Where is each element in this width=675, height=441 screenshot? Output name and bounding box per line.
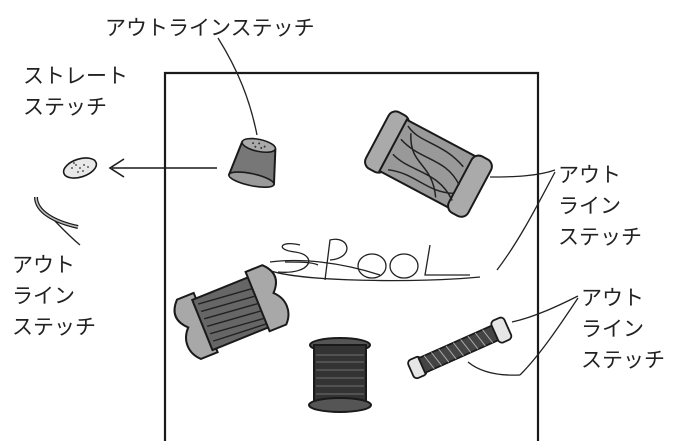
sequin-icon: [62, 157, 98, 179]
label-top: アウトラインステッチ: [105, 16, 315, 40]
leader-right-b-lower: [519, 297, 579, 376]
label-left-2: ライン: [12, 284, 75, 308]
thimble-icon: [227, 137, 277, 188]
label-straight-1: ストレート: [23, 64, 128, 88]
leader-top: [217, 37, 258, 136]
leader-right-a-lower: [496, 171, 556, 271]
label-left-3: ステッチ: [12, 315, 96, 339]
thread-bobbin-icon: [173, 264, 290, 361]
needle-icon: [407, 316, 513, 380]
label-left-1: アウト: [12, 253, 75, 277]
label-straight-2: ステッチ: [23, 95, 107, 119]
spool-icon-dark: [308, 337, 372, 413]
loop-thread-icon: [34, 196, 79, 229]
label-right-a-3: ステッチ: [558, 225, 642, 249]
leader-right-a-upper: [489, 169, 556, 178]
label-right-b-3: ステッチ: [581, 348, 665, 372]
arrow-icon: [108, 158, 217, 178]
label-right-b-1: アウト: [581, 286, 644, 310]
label-right-a-2: ライン: [558, 194, 621, 218]
label-right-a-1: アウト: [558, 163, 621, 187]
leader-right-b-upper: [511, 295, 579, 323]
label-right-b-2: ライン: [581, 317, 644, 341]
embroidered-word-spool: [267, 238, 481, 282]
fabric-panel: [163, 71, 540, 441]
needle-thread: [467, 361, 521, 376]
spool-icon-large: [364, 110, 493, 218]
